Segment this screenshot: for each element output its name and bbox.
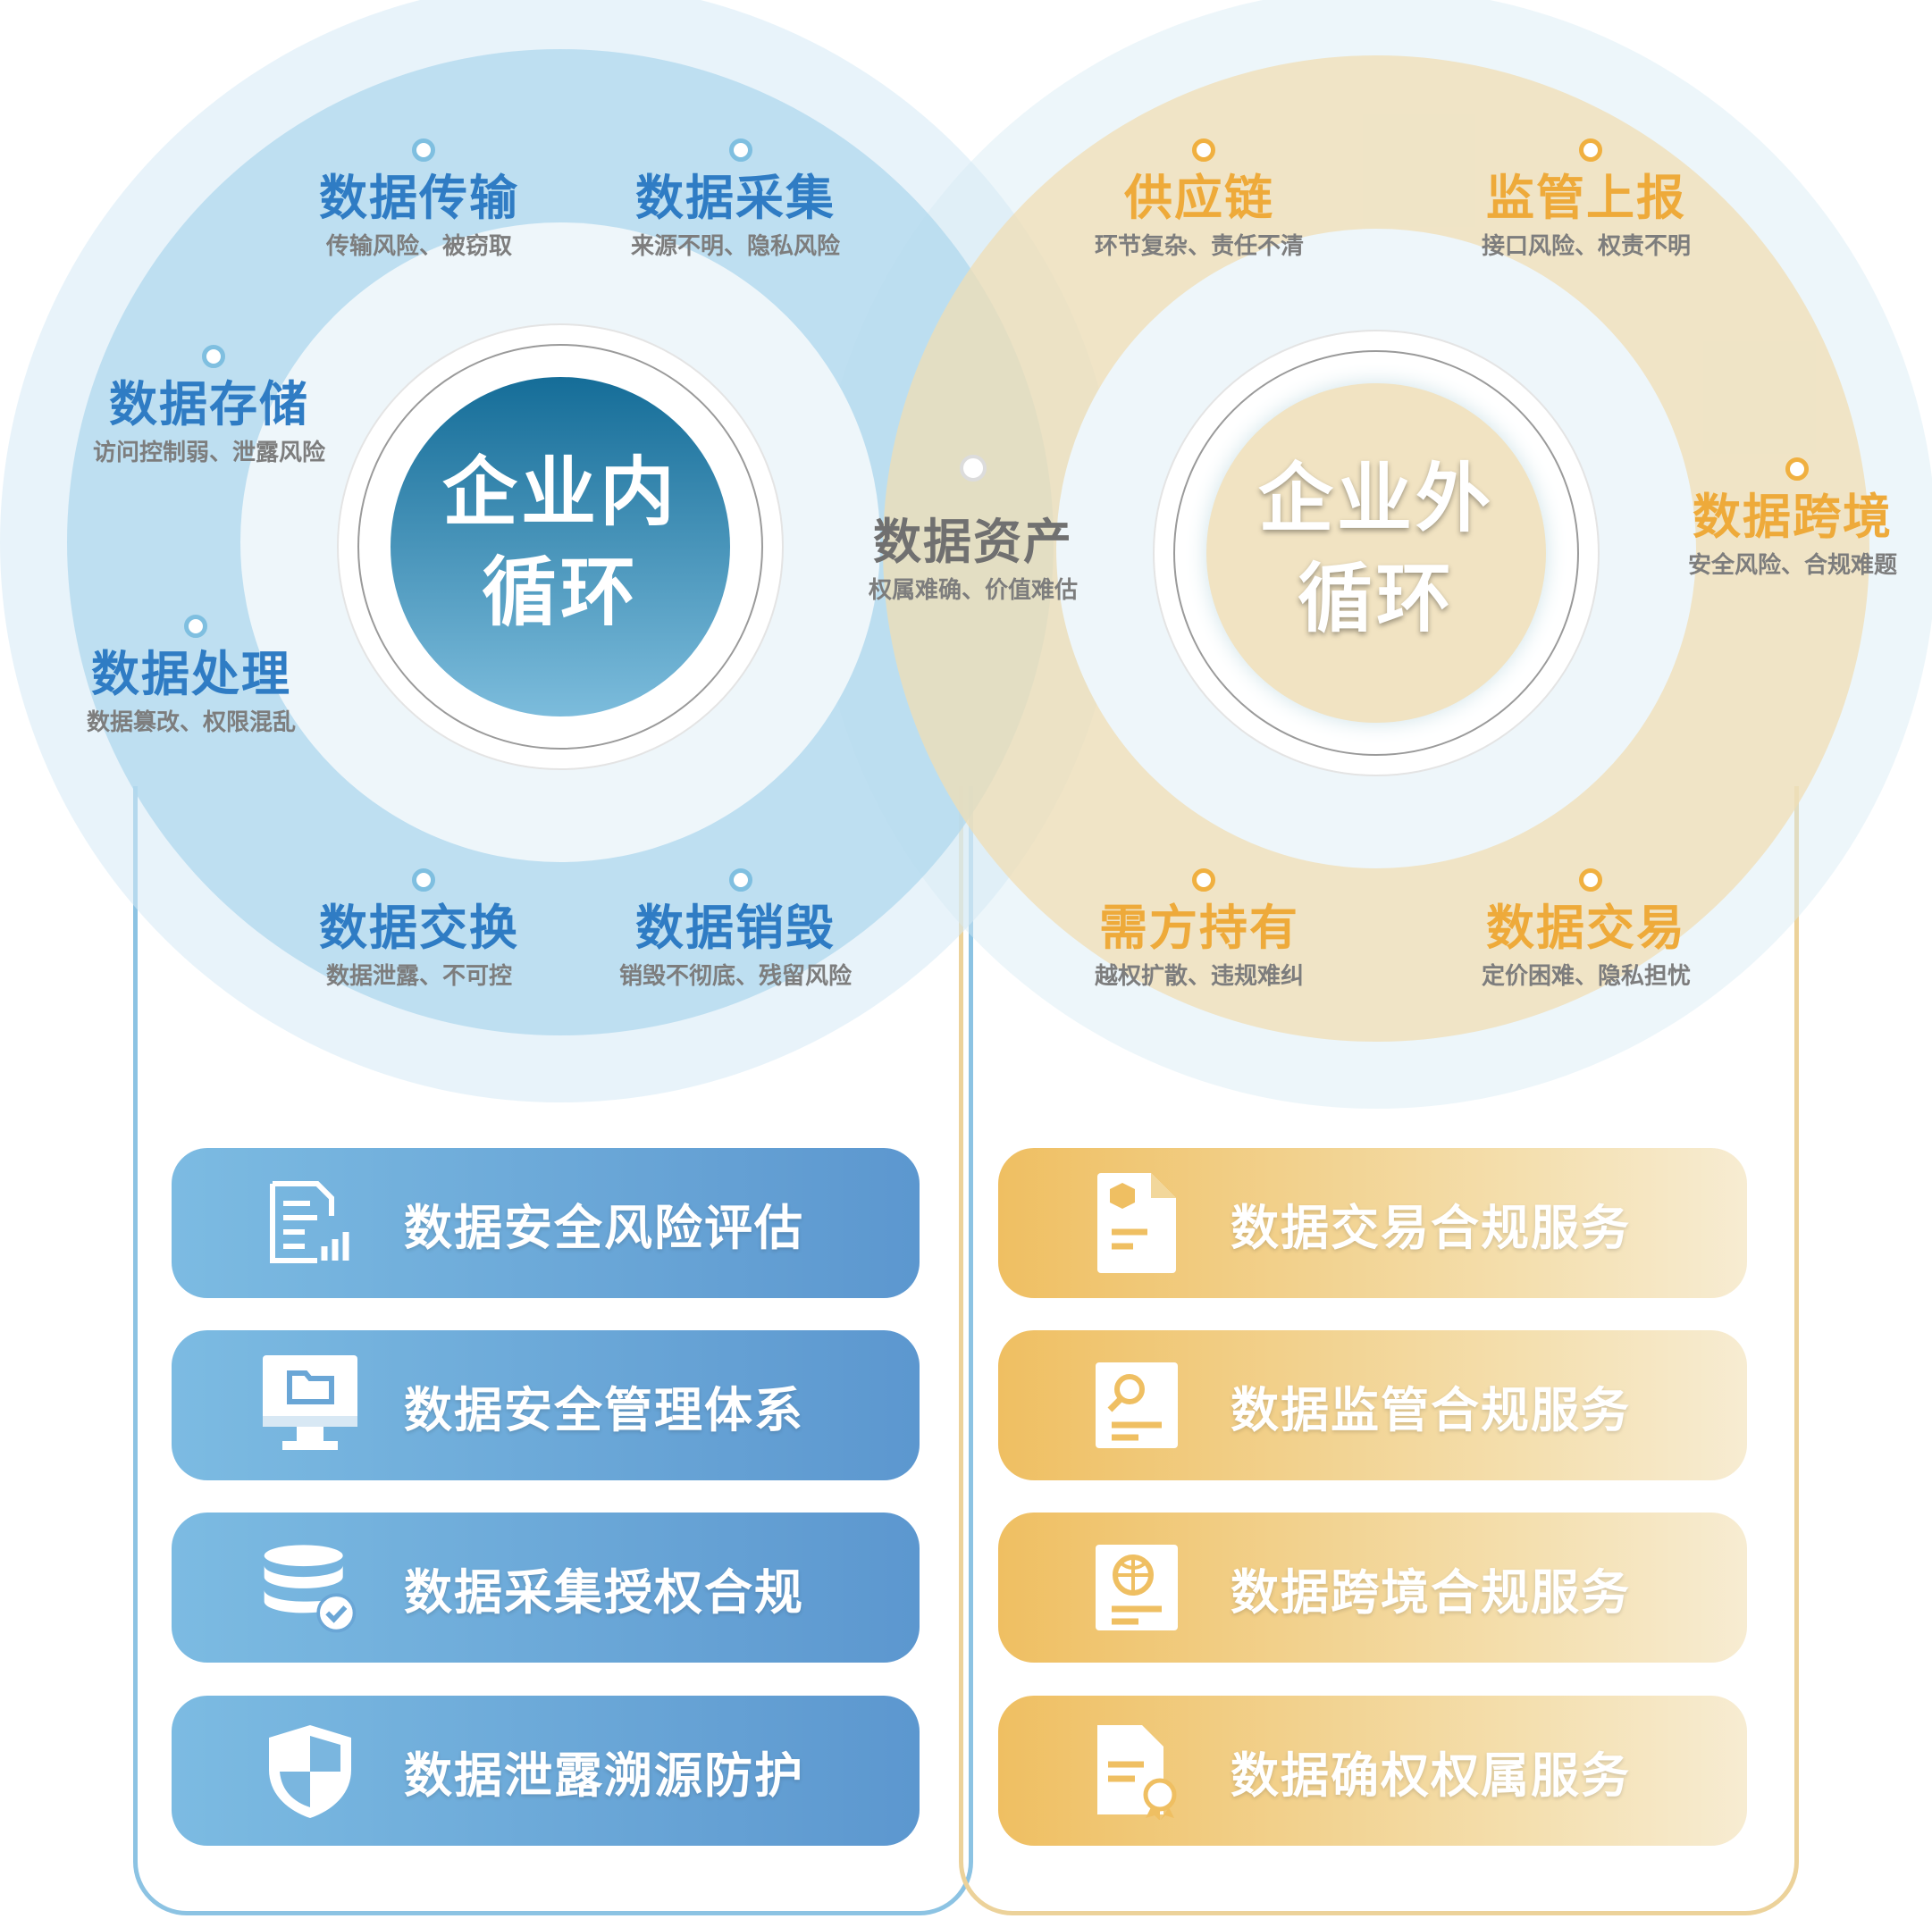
outer-core-line xyxy=(1173,350,1579,756)
outer-node: 数据跨境安全风险、合规难题 xyxy=(1688,489,1897,582)
inner-node: 数据采集来源不明、隐私风险 xyxy=(631,170,840,263)
monitor-folder-icon xyxy=(261,1347,359,1463)
outer-node: 需方持有越权扩散、违规难纠 xyxy=(1095,900,1304,993)
node-sub: 数据篡改、权限混乱 xyxy=(86,709,297,736)
inner-services-frame xyxy=(133,786,973,1915)
node-dot xyxy=(412,868,435,892)
node-title: 需方持有 xyxy=(1098,900,1299,956)
outer-node: 监管上报接口风险、权责不明 xyxy=(1482,170,1691,263)
node-dot xyxy=(1192,138,1215,162)
node-dot xyxy=(412,138,435,162)
node-sub: 传输风险、被窃取 xyxy=(325,233,512,260)
center-node: 数据资产 权属难确、价值难估 xyxy=(869,514,1078,607)
node-dot xyxy=(1192,868,1215,892)
service-card-management-system[interactable]: 数据安全管理体系 xyxy=(172,1330,920,1480)
node-dot xyxy=(729,138,752,162)
document-search-icon xyxy=(1088,1347,1186,1463)
service-card-collection-authorization[interactable]: 数据采集授权合规 xyxy=(172,1513,920,1663)
service-card-leak-tracing[interactable]: 数据泄露溯源防护 xyxy=(172,1696,920,1846)
node-sub: 接口风险、权责不明 xyxy=(1481,233,1692,260)
center-node-title: 数据资产 xyxy=(872,514,1073,570)
inner-node: 数据销毁销毁不彻底、残留风险 xyxy=(619,900,852,993)
node-dot xyxy=(729,868,752,892)
shield-icon xyxy=(261,1713,359,1829)
node-title: 数据采集 xyxy=(634,170,836,226)
inner-core-title: 企业内 xyxy=(441,448,679,536)
inner-node: 数据传输传输风险、被窃取 xyxy=(319,170,519,263)
node-title: 数据交易 xyxy=(1485,900,1686,956)
database-check-icon xyxy=(261,1529,359,1646)
node-title: 数据交换 xyxy=(319,900,519,956)
report-chart-icon xyxy=(261,1165,359,1281)
node-title: 数据处理 xyxy=(90,646,291,702)
service-card-trade-compliance[interactable]: 数据交易合规服务 xyxy=(998,1148,1747,1298)
node-title: 监管上报 xyxy=(1485,170,1686,226)
service-card-ownership-rights[interactable]: 数据确权权属服务 xyxy=(998,1696,1747,1846)
node-sub: 越权扩散、违规难纠 xyxy=(1094,963,1305,990)
node-sub: 销毁不彻底、残留风险 xyxy=(618,963,853,990)
service-card-cross-border-compliance[interactable]: 数据跨境合规服务 xyxy=(998,1513,1747,1663)
service-card-risk-assessment[interactable]: 数据安全风险评估 xyxy=(172,1148,920,1298)
node-title: 供应链 xyxy=(1123,170,1274,226)
document-cube-icon xyxy=(1088,1165,1186,1281)
service-label: 数据跨境合规服务 xyxy=(1231,1563,1631,1621)
node-sub: 定价困难、隐私担忧 xyxy=(1481,963,1692,990)
node-dot xyxy=(1579,138,1602,162)
service-label: 数据泄露溯源防护 xyxy=(404,1747,804,1804)
service-label: 数据确权权属服务 xyxy=(1231,1747,1631,1804)
node-title: 数据传输 xyxy=(319,170,519,226)
node-dot xyxy=(202,345,225,368)
outer-core xyxy=(1206,383,1546,723)
node-dot xyxy=(184,615,207,638)
node-sub: 环节复杂、责任不清 xyxy=(1094,233,1305,260)
service-label: 数据安全管理体系 xyxy=(404,1381,804,1438)
service-label: 数据交易合规服务 xyxy=(1231,1199,1631,1256)
node-sub: 来源不明、隐私风险 xyxy=(630,233,841,260)
node-sub: 安全风险、合规难题 xyxy=(1687,552,1898,579)
outer-core-subtitle: 循环 xyxy=(1297,555,1456,642)
inner-core-line xyxy=(357,344,763,750)
outer-node: 数据交易定价困难、隐私担忧 xyxy=(1482,900,1691,993)
inner-node: 数据处理数据篡改、权限混乱 xyxy=(87,646,296,739)
node-dot xyxy=(1785,457,1809,481)
outer-node: 供应链环节复杂、责任不清 xyxy=(1095,170,1304,263)
outer-services-frame xyxy=(959,786,1799,1915)
service-card-regulatory-compliance[interactable]: 数据监管合规服务 xyxy=(998,1330,1747,1480)
inner-core-subtitle: 循环 xyxy=(481,549,640,636)
node-sub: 访问控制弱、泄露风险 xyxy=(92,440,326,466)
service-label: 数据采集授权合规 xyxy=(404,1563,804,1621)
document-certificate-icon xyxy=(1088,1713,1186,1829)
service-label: 数据监管合规服务 xyxy=(1231,1381,1631,1438)
center-node-dot xyxy=(960,455,987,482)
inner-node: 数据存储访问控制弱、泄露风险 xyxy=(93,376,325,469)
node-title: 数据销毁 xyxy=(634,900,836,956)
outer-core-title: 企业外 xyxy=(1257,455,1495,542)
service-label: 数据安全风险评估 xyxy=(404,1199,804,1256)
document-globe-icon xyxy=(1088,1529,1186,1646)
node-dot xyxy=(1579,868,1602,892)
center-node-sub: 权属难确、价值难估 xyxy=(868,577,1079,604)
inner-core xyxy=(391,377,730,716)
inner-node: 数据交换数据泄露、不可控 xyxy=(319,900,519,993)
node-title: 数据跨境 xyxy=(1692,489,1893,545)
node-title: 数据存储 xyxy=(108,376,309,432)
node-sub: 数据泄露、不可控 xyxy=(325,963,512,990)
